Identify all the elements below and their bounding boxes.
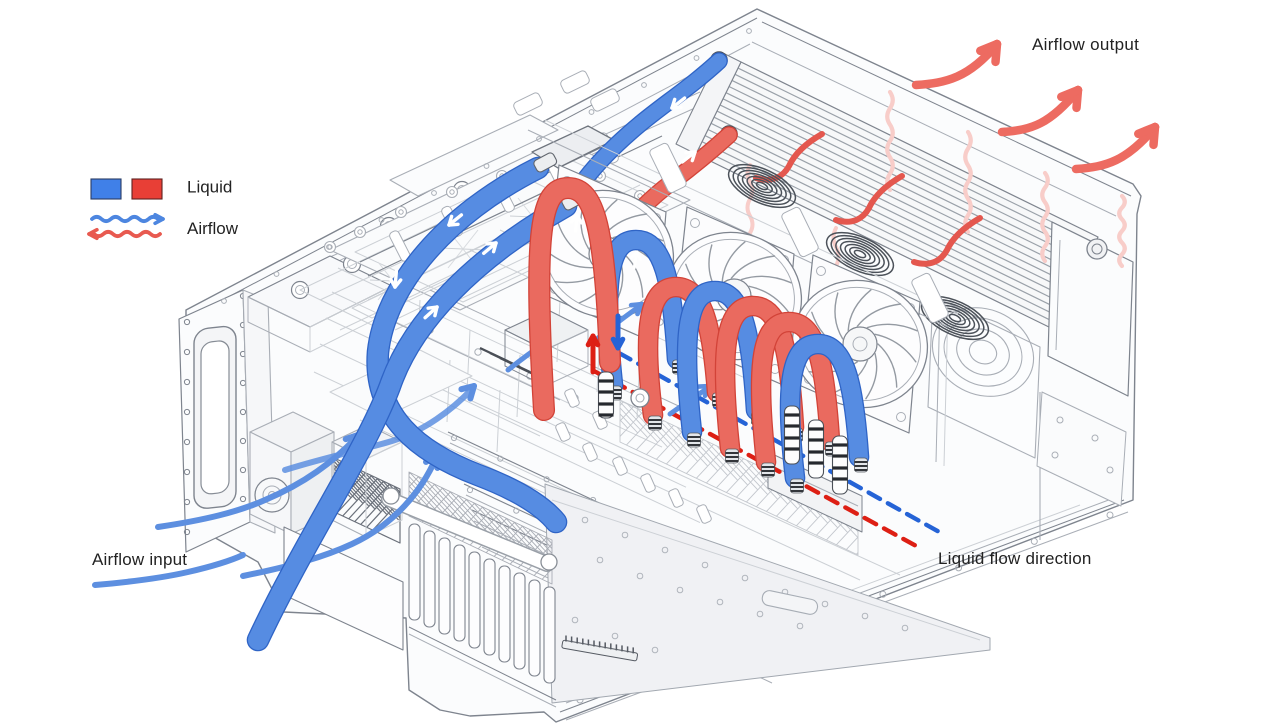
svg-text:Airflow output: Airflow output — [1032, 35, 1139, 54]
svg-text:Liquid: Liquid — [187, 178, 232, 197]
svg-text:Airflow input: Airflow input — [92, 550, 187, 569]
svg-text:Airflow: Airflow — [187, 219, 239, 238]
svg-text:Liquid flow direction: Liquid flow direction — [938, 549, 1092, 568]
